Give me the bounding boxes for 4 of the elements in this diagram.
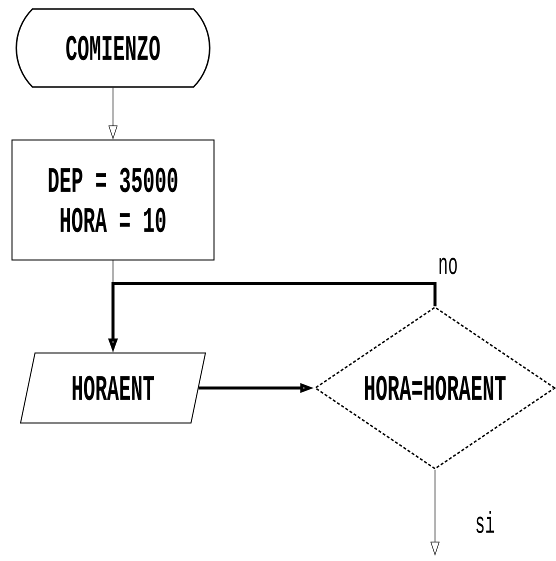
- start-terminal: COMIENZO: [16, 8, 210, 88]
- process-box: DEP = 35000 HORA = 10: [12, 140, 214, 260]
- edge-label: no: [440, 258, 457, 274]
- edge-label: si: [476, 510, 494, 534]
